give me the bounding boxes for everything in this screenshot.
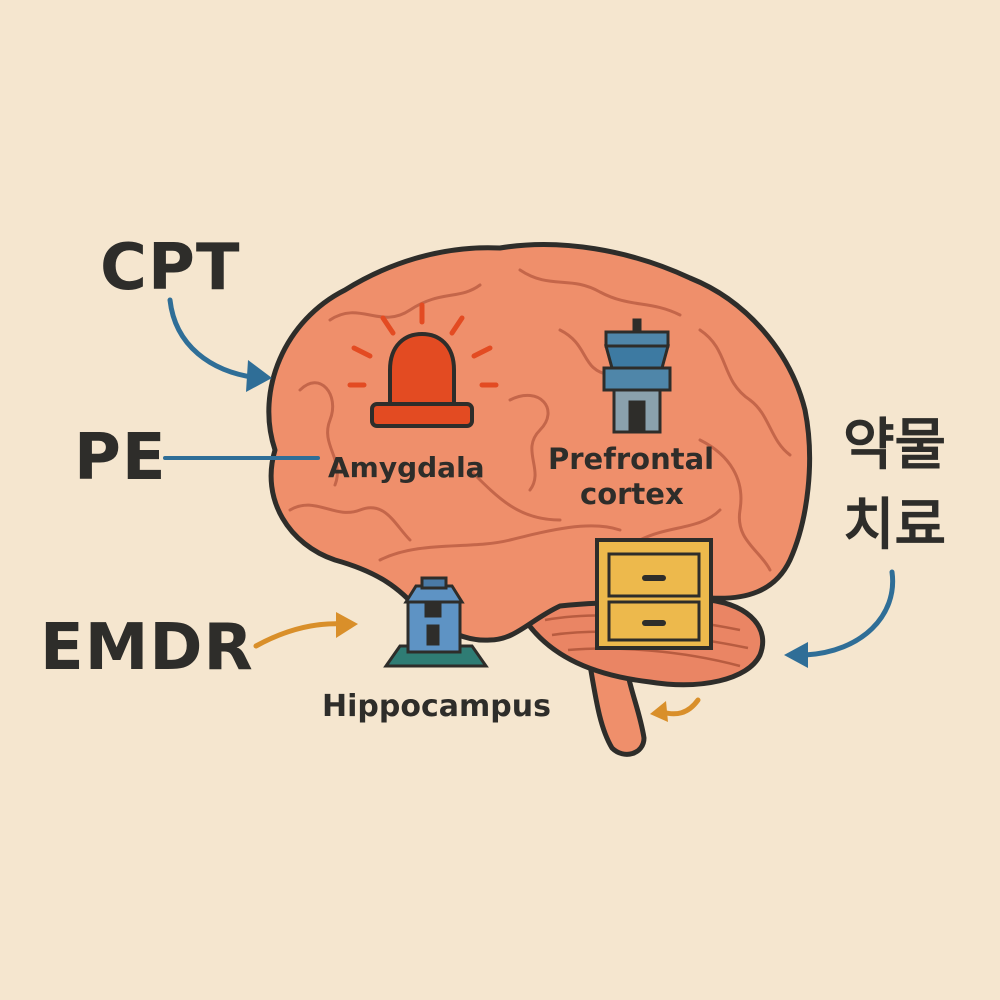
hippocampus-label: Hippocampus	[322, 689, 551, 724]
brainstem-arrow	[650, 697, 701, 722]
brain-stem	[587, 662, 647, 757]
brain-folds	[288, 268, 792, 572]
prefrontal-label-line1: Prefrontal	[548, 442, 715, 476]
emdr-label: EMDR	[40, 611, 254, 685]
cpt-arrow	[167, 297, 272, 392]
emdr-arrow	[253, 612, 358, 649]
control-tower-icon	[602, 318, 672, 434]
alarm-siren-icon	[347, 302, 499, 428]
medication-label-line1: 약물	[843, 413, 947, 478]
prefrontal-label-line2: cortex	[580, 477, 684, 511]
medication-arrow	[784, 569, 896, 668]
cerebrum	[266, 242, 813, 643]
pe-label: PE	[74, 421, 167, 495]
medication-label-line2: 치료	[843, 493, 947, 558]
filing-cabinet-icon	[595, 538, 713, 650]
cpt-label: CPT	[100, 231, 241, 305]
house-icon	[383, 576, 489, 668]
amygdala-label: Amygdala	[328, 451, 485, 484]
